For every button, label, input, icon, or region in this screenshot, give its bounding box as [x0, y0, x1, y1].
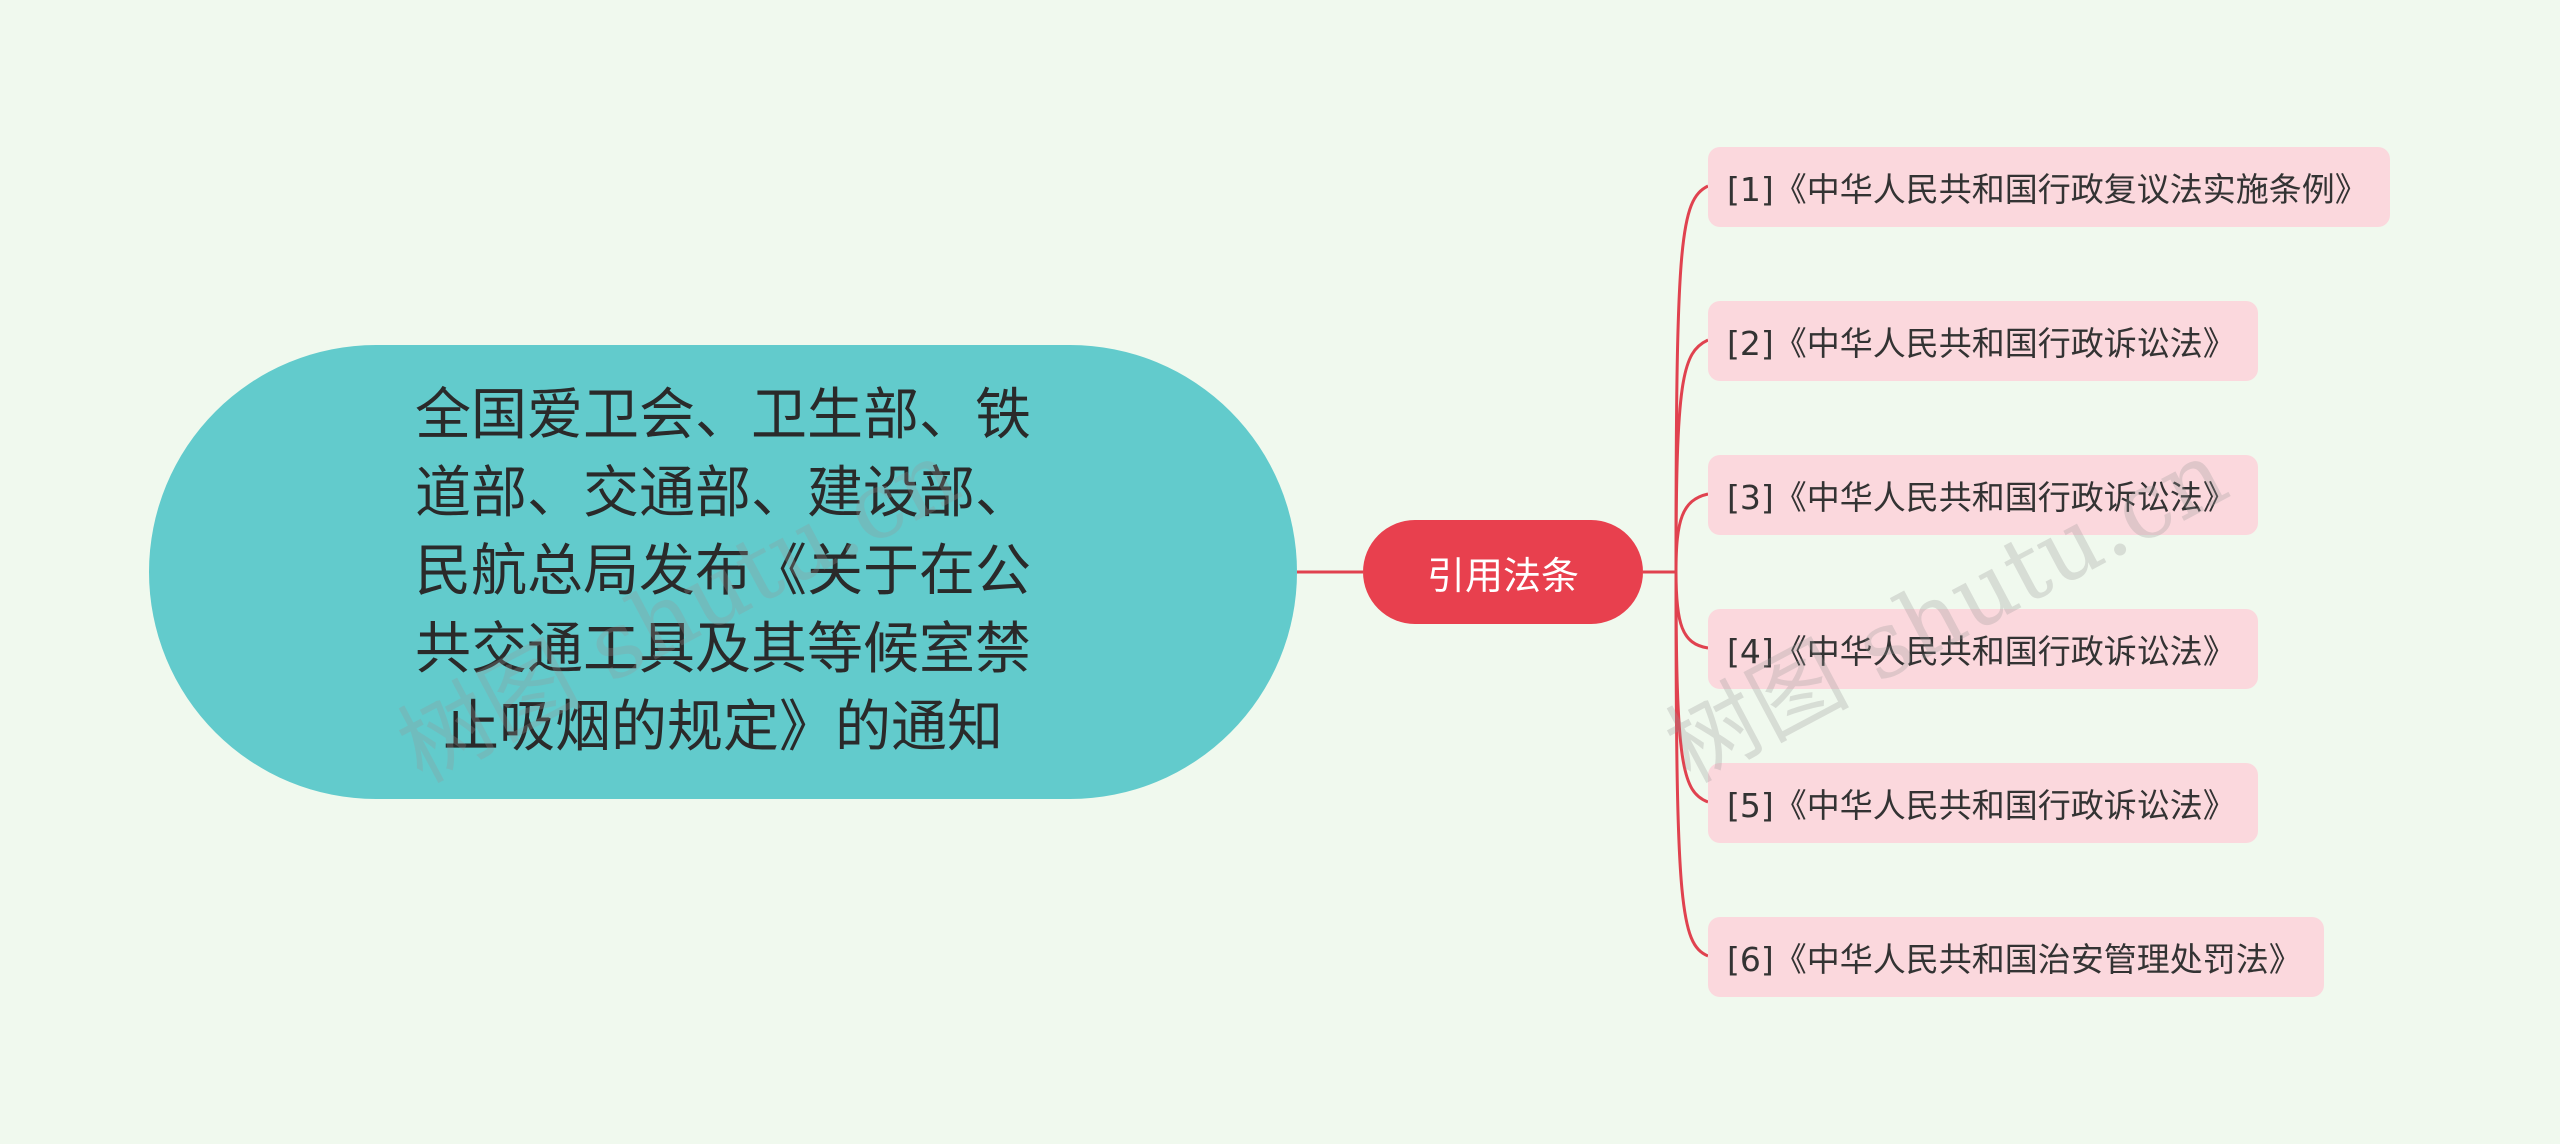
leaf-node-4[interactable]: [4]《中华人民共和国行政诉讼法》 [1708, 609, 2258, 689]
leaf-connector-1 [1674, 184, 1709, 573]
root-topic-node[interactable]: 全国爱卫会、卫生部、铁道部、交通部、建设部、民航总局发布《关于在公共交通工具及其… [149, 345, 1297, 799]
leaf-node-6[interactable]: [6]《中华人民共和国治安管理处罚法》 [1708, 917, 2324, 997]
leaf-connector-2 [1674, 338, 1709, 573]
branch-node-citations[interactable]: 引用法条 [1363, 520, 1643, 624]
leaf-connector-6 [1674, 571, 1709, 958]
leaf-connector-4 [1674, 571, 1709, 650]
leaf-node-5[interactable]: [5]《中华人民共和国行政诉讼法》 [1708, 763, 2258, 843]
leaf-node-1[interactable]: [1]《中华人民共和国行政复议法实施条例》 [1708, 147, 2390, 227]
leaf-node-2[interactable]: [2]《中华人民共和国行政诉讼法》 [1708, 301, 2258, 381]
root-topic-text: 全国爱卫会、卫生部、铁道部、交通部、建设部、民航总局发布《关于在公共交通工具及其… [415, 383, 1031, 760]
leaf-connector-5 [1674, 571, 1709, 804]
leaf-node-3[interactable]: [3]《中华人民共和国行政诉讼法》 [1708, 455, 2258, 535]
leaf-connector-3 [1674, 492, 1709, 573]
